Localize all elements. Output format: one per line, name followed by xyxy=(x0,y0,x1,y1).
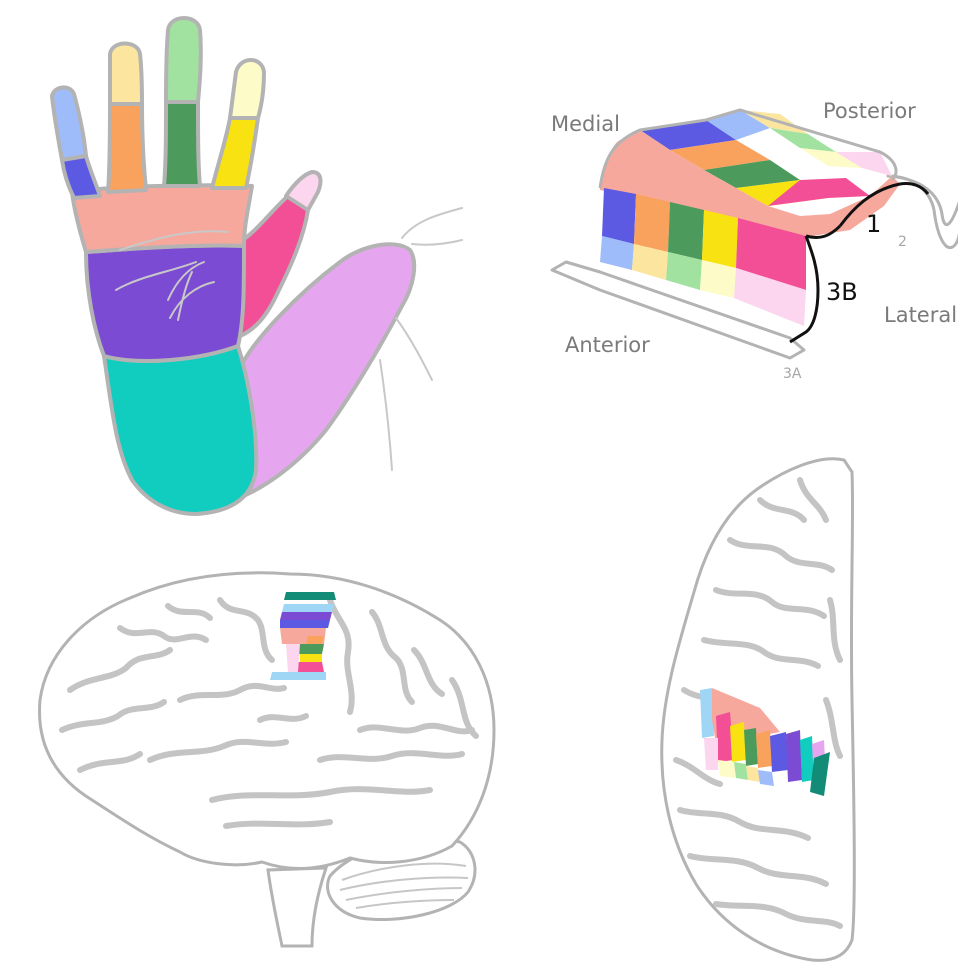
dorsal-hemisphere-illustration xyxy=(662,459,855,961)
label-posterior: Posterior xyxy=(823,99,916,123)
hand-illustration xyxy=(52,18,414,514)
ring-finger-base-region xyxy=(212,118,258,188)
index-finger-base-region xyxy=(108,104,146,192)
ring-finger-tip-region xyxy=(230,60,264,118)
lateral-brain-illustration xyxy=(39,573,494,946)
middle-finger-tip-region xyxy=(166,18,201,102)
palm-lower-region xyxy=(86,245,244,360)
index-finger-tip-region xyxy=(110,44,142,105)
label-lateral: Lateral xyxy=(884,303,957,327)
wrist-region xyxy=(104,346,256,514)
label-anterior: Anterior xyxy=(565,333,650,357)
label-medial: Medial xyxy=(551,112,620,136)
label-area-2: 2 xyxy=(898,234,907,250)
little-finger-tip-region xyxy=(52,87,86,160)
brainstem xyxy=(268,868,326,946)
label-area-3b: 3B xyxy=(826,278,858,306)
middle-finger-base-region xyxy=(164,102,200,186)
label-area-1: 1 xyxy=(866,210,881,238)
little-finger-base-region xyxy=(62,156,100,198)
label-area-3a: 3A xyxy=(783,366,802,382)
